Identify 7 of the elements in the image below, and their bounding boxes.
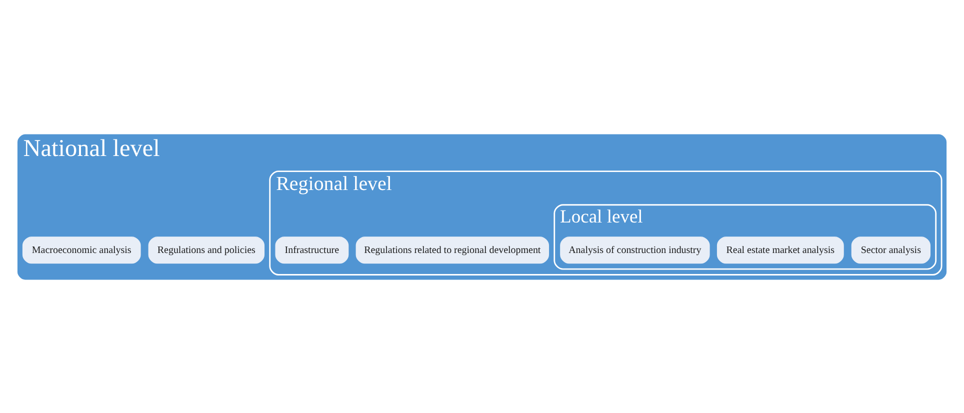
node-box: Analysis of construction industry <box>560 236 710 264</box>
node-box: Real estate market analysis <box>716 236 844 264</box>
node-box: Infrastructure <box>275 236 349 264</box>
node-box: Sector analysis <box>851 236 930 264</box>
node-box: Macroeconomic analysis <box>22 236 141 264</box>
node-box: Regulations and policies <box>148 236 265 264</box>
node-box: Regulations related to regional development <box>356 236 550 264</box>
